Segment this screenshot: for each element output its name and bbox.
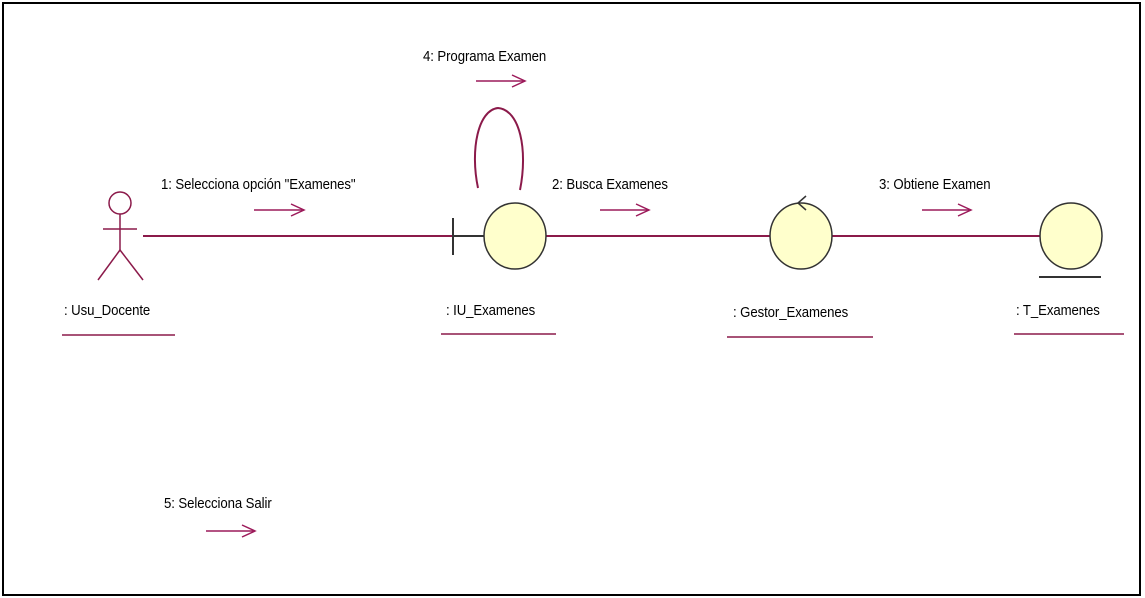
arrow-m5-icon [206,524,257,538]
arrow-m4-icon [476,74,527,88]
control-icon [769,195,833,270]
self-link-loop [474,106,525,191]
arrow-m1-icon [254,203,306,217]
boundary-icon [452,202,547,270]
message-1-label: 1: Selecciona opción "Examenes" [161,176,356,193]
arrow-m3-icon [922,203,973,217]
message-4-label: 4: Programa Examen [423,48,547,65]
message-3-label: 3: Obtiene Examen [879,176,991,193]
actor-name: : Usu_Docente [64,302,151,319]
control-name: : Gestor_Examenes [733,304,849,321]
message-2-label: 2: Busca Examenes [552,176,668,193]
arrow-m2-icon [600,203,651,217]
actor-icon [97,191,144,281]
boundary-name: : IU_Examenes [446,302,536,319]
message-5-label: 5: Selecciona Salir [164,495,272,512]
entity-name: : T_Examenes [1016,302,1100,319]
entity-icon [1039,202,1103,278]
